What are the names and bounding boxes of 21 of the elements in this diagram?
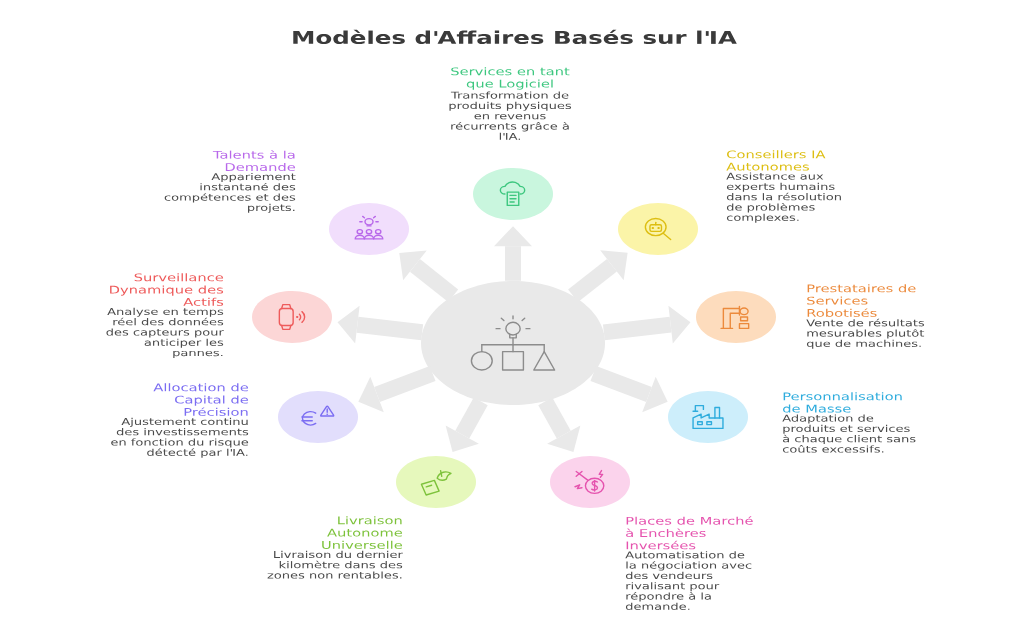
- description: Appariement instantané des compétences et des projets.: [164, 172, 296, 213]
- description: Vente de résultats mesurables plutôt que de machines.: [806, 318, 925, 349]
- description: Ajustement continu des investissements en fonction du risque détecté par l'IA.: [111, 417, 249, 458]
- heading: Personnalisation de Masse: [783, 392, 902, 413]
- description: Analyse en temps réel des données des capteurs pour anticiper les pannes.: [106, 307, 224, 358]
- description: Adaptation de produits et services à chaque client sans coûts excessifs.: [782, 414, 916, 453]
- heading: Places de Marché à Enchères Inversées: [626, 516, 753, 550]
- heading: Conseillers IA Autonomes: [726, 150, 826, 171]
- description: Transformation de produits physiques en revenus récurrents grâce à l'IA.: [449, 91, 572, 140]
- heading: Surveillance Dynamique des Actifs: [110, 273, 224, 306]
- arrow: [590, 366, 668, 413]
- heading: Livraison Autonome Universelle: [322, 516, 403, 549]
- heading: Allocation de Capital de Précision: [153, 383, 249, 416]
- description: Automatisation de la négociation avec des vendeurs rivalisant pour répondre à la demande.: [625, 551, 752, 610]
- heading: Services en tant que Logiciel: [451, 67, 570, 90]
- arrow: [358, 366, 436, 413]
- description: Livraison du dernier kilomètre dans des zones non rentables.: [267, 550, 403, 579]
- description: Assistance aux experts humains dans la résolution de problèmes complexes.: [726, 172, 841, 223]
- heading: Talents à la Demande: [212, 150, 296, 172]
- title: Modèles d'Affaires Basés sur l'IA: [293, 29, 737, 45]
- heading: Prestataires de Services Robotisés: [807, 284, 916, 317]
